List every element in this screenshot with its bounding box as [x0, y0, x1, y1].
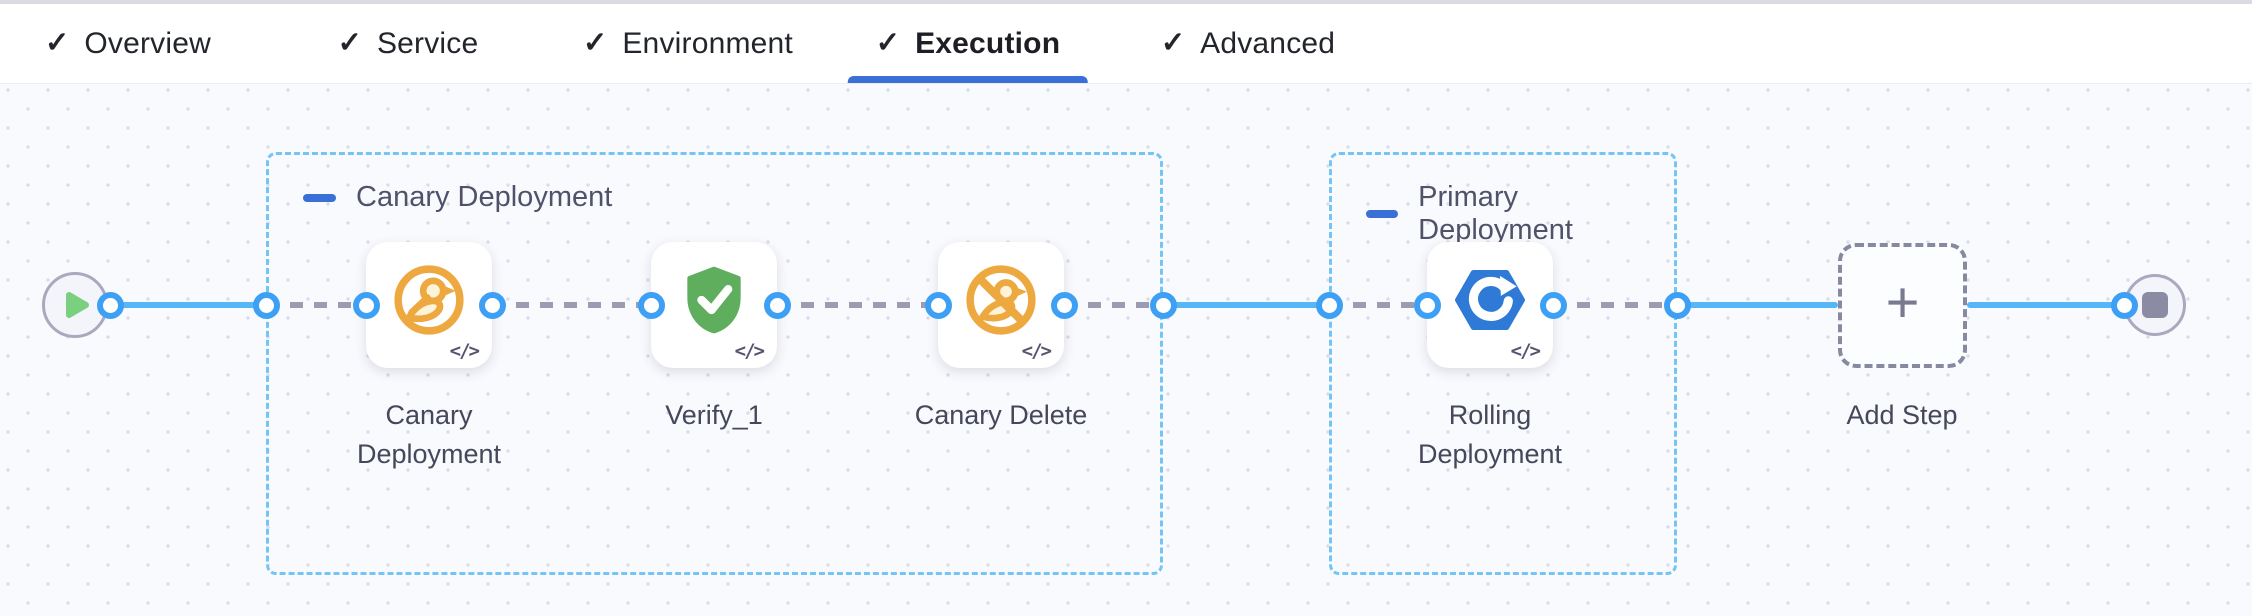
- step-canary-deployment[interactable]: </>: [366, 242, 492, 368]
- rolling-deployment-icon: [1455, 269, 1525, 330]
- stop-icon: [2142, 292, 2168, 318]
- plus-icon: +: [1885, 269, 1920, 335]
- check-icon: ✓: [337, 27, 362, 59]
- port-canary-delete-out[interactable]: [1051, 292, 1078, 319]
- connector-line: [1163, 302, 1329, 308]
- step-label: Canary Deployment: [356, 400, 502, 469]
- step-group-canary-deployment: Canary Deployment: [266, 152, 1163, 575]
- check-icon: ✓: [875, 27, 901, 59]
- tab-label: Advanced: [1200, 26, 1336, 60]
- port-verify-in[interactable]: [638, 292, 665, 319]
- step-label: Rolling Deployment: [1417, 400, 1563, 469]
- group-name: Primary Deployment: [1418, 181, 1573, 246]
- group-name: Canary Deployment: [356, 181, 613, 213]
- connector-line: [110, 302, 266, 308]
- tab-service[interactable]: ✓ Service: [338, 4, 479, 83]
- connector-dashed-line: [266, 302, 366, 308]
- tab-label: Execution: [915, 26, 1061, 60]
- port-start-out[interactable]: [97, 292, 124, 319]
- tab-environment[interactable]: ✓ Environment: [583, 4, 793, 83]
- code-icon[interactable]: </>: [734, 340, 765, 362]
- tab-overview[interactable]: ✓ Overview: [45, 4, 211, 83]
- port-canary-in[interactable]: [353, 292, 380, 319]
- port-end-in[interactable]: [2111, 292, 2138, 319]
- stage-config-tabbar: ✓ Overview ✓ Service ✓ Environment ✓ Exe…: [0, 0, 2252, 84]
- tab-execution[interactable]: ✓ Execution: [876, 4, 1060, 83]
- step-rolling-deployment[interactable]: </>: [1427, 242, 1553, 368]
- tab-label: Service: [376, 26, 479, 60]
- add-step-button[interactable]: +: [1838, 243, 1967, 368]
- connector-dashed-line: [492, 302, 651, 308]
- check-icon: ✓: [45, 27, 70, 59]
- port-group1-in[interactable]: [253, 292, 280, 319]
- connector-dashed-line: [1553, 302, 1677, 308]
- port-group2-out[interactable]: [1664, 292, 1691, 319]
- add-step-label: Add Step: [1846, 400, 1958, 430]
- step-label: Canary Delete: [914, 400, 1088, 430]
- tab-label: Environment: [622, 26, 793, 60]
- port-canary-delete-in[interactable]: [925, 292, 952, 319]
- connector-dashed-line: [1064, 302, 1163, 308]
- port-rolling-in[interactable]: [1414, 292, 1441, 319]
- code-icon[interactable]: </>: [1021, 340, 1052, 362]
- canary-icon: [394, 265, 464, 335]
- port-verify-out[interactable]: [764, 292, 791, 319]
- collapse-group-icon[interactable]: [1366, 210, 1399, 218]
- port-group2-in[interactable]: [1316, 292, 1343, 319]
- code-icon[interactable]: </>: [449, 340, 480, 362]
- tab-advanced[interactable]: ✓ Advanced: [1161, 4, 1335, 83]
- shield-check-icon: [687, 266, 741, 334]
- check-icon: ✓: [1160, 27, 1186, 59]
- step-label: Verify_1: [665, 400, 763, 430]
- port-rolling-out[interactable]: [1540, 292, 1567, 319]
- check-icon: ✓: [583, 27, 608, 59]
- play-icon: [66, 292, 89, 318]
- port-canary-out[interactable]: [479, 292, 506, 319]
- canary-delete-icon: [966, 265, 1036, 335]
- connector-line: [1677, 302, 1838, 308]
- tab-label: Overview: [84, 26, 211, 60]
- step-canary-delete[interactable]: </>: [938, 242, 1064, 368]
- pipeline-canvas[interactable]: Canary Deployment Primary Deployment: [0, 84, 2252, 616]
- group-header: Canary Deployment: [303, 181, 612, 214]
- code-icon[interactable]: </>: [1510, 340, 1541, 362]
- connector-dashed-line: [1329, 302, 1427, 308]
- connector-dashed-line: [777, 302, 938, 308]
- step-group-primary-deployment: Primary Deployment: [1329, 152, 1677, 575]
- step-verify-1[interactable]: </>: [651, 242, 777, 368]
- group-header: Primary Deployment: [1366, 181, 1674, 247]
- port-group1-out[interactable]: [1150, 292, 1177, 319]
- collapse-group-icon[interactable]: [303, 193, 336, 202]
- connector-line: [1967, 302, 2124, 308]
